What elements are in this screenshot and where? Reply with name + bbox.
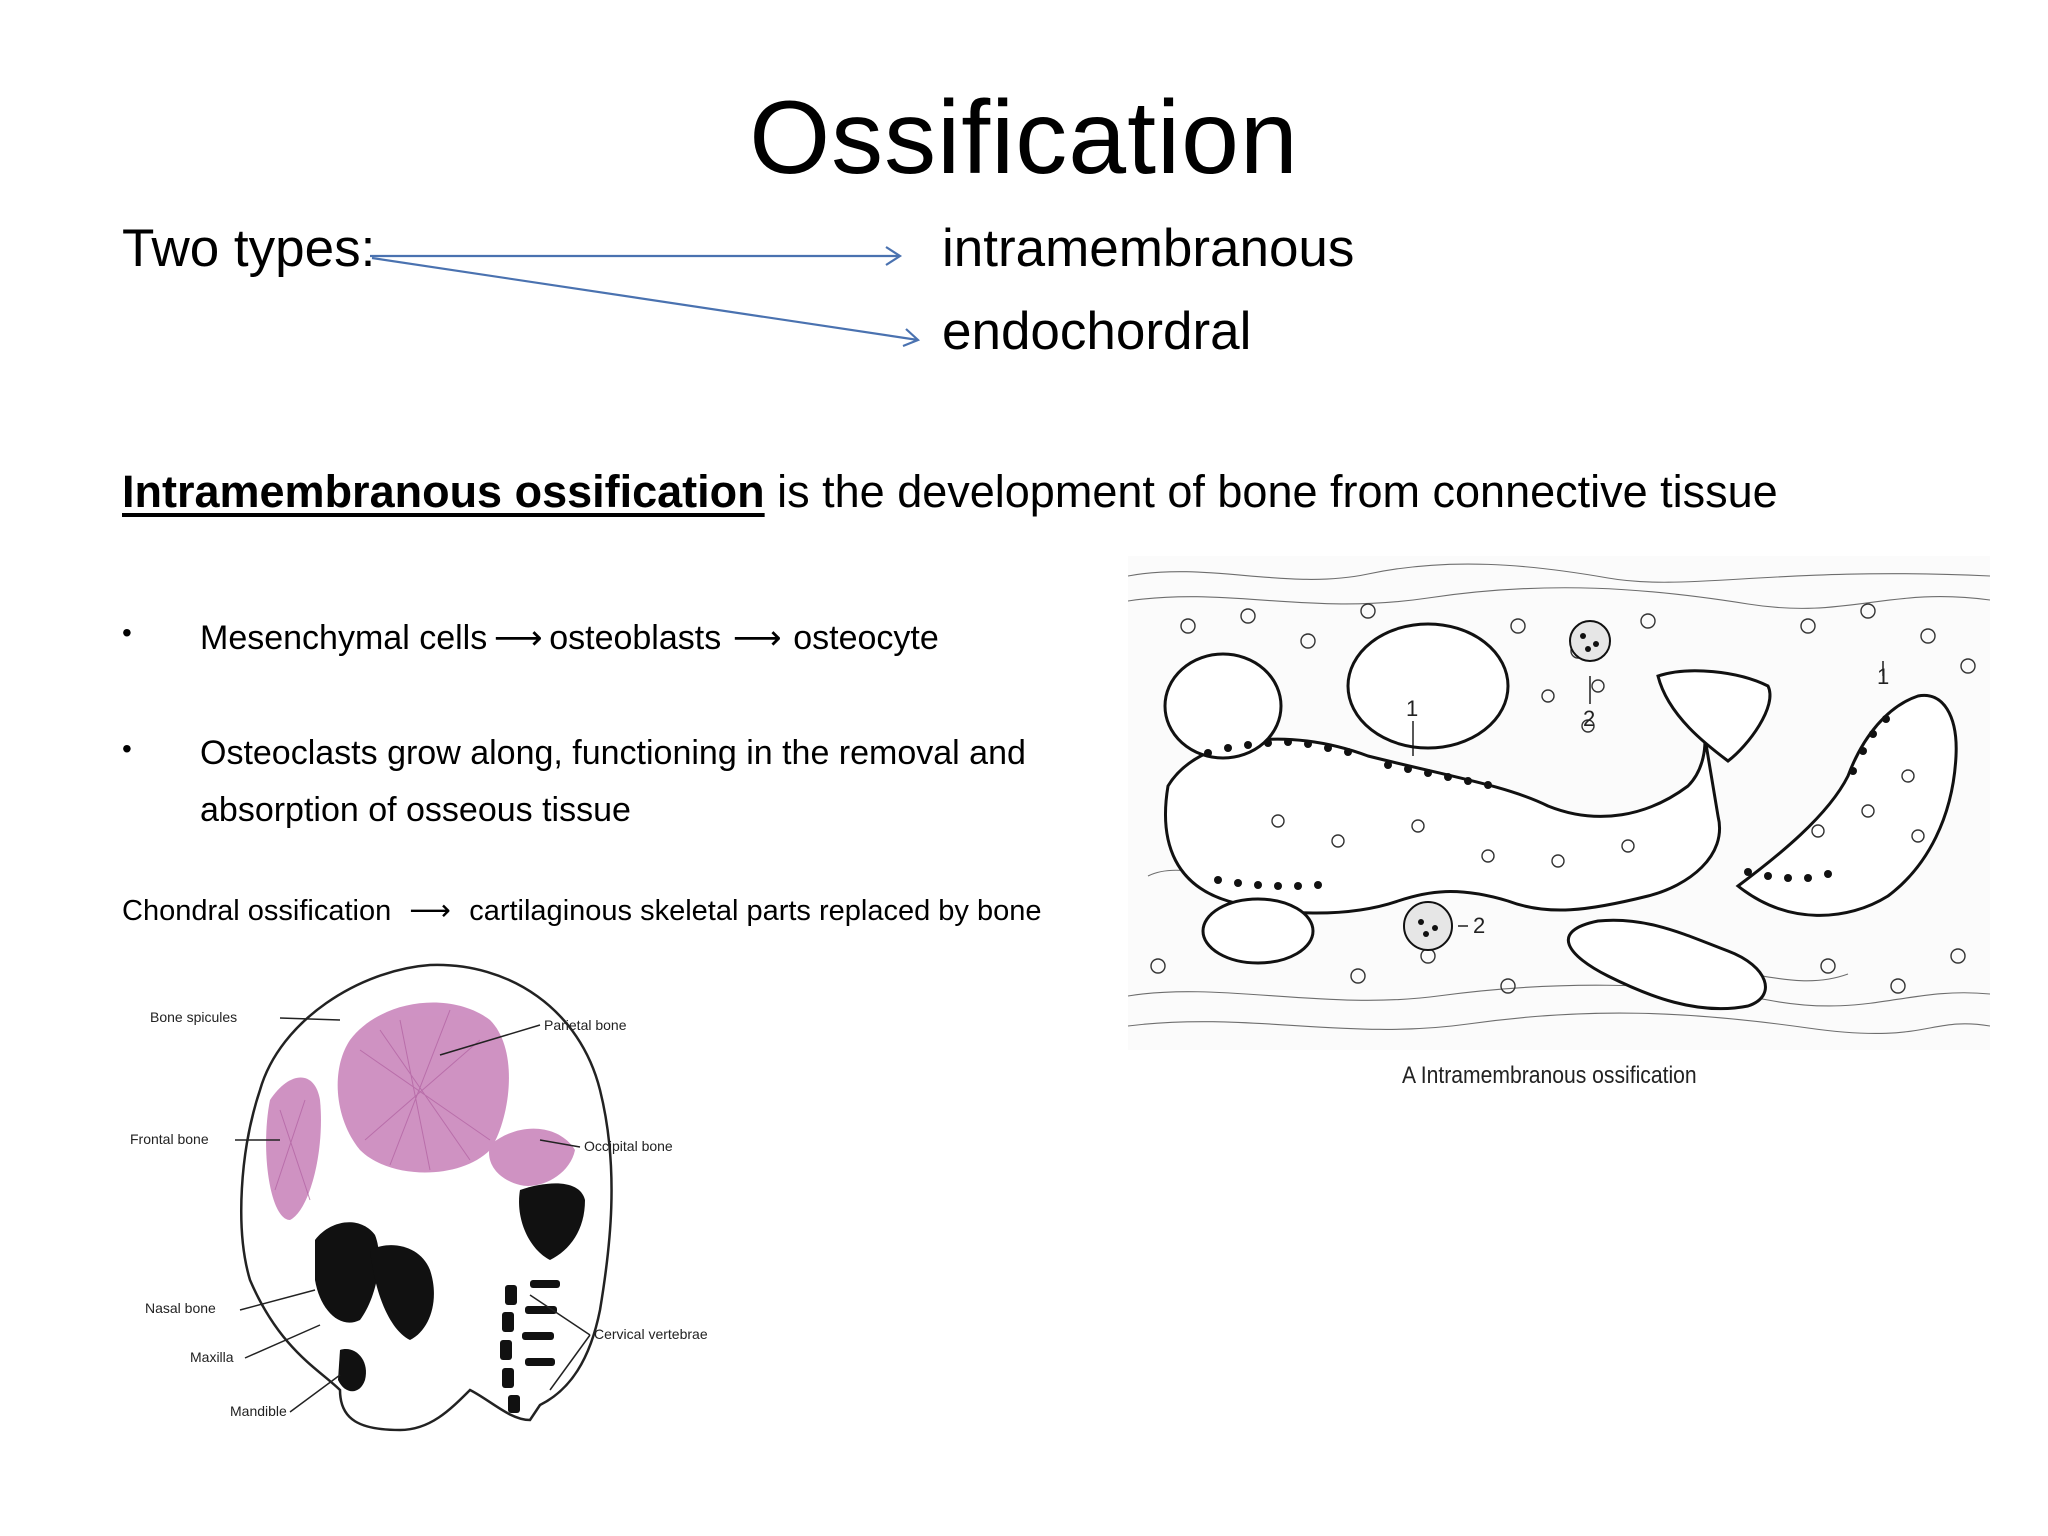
label-maxilla: Maxilla: [190, 1349, 234, 1365]
type-endochordral: endochordral: [942, 302, 1252, 361]
label-mandible: Mandible: [230, 1403, 287, 1419]
skull-figure: Bone spicules Parietal bone Frontal bone…: [130, 963, 708, 1432]
osteoclasts: [1403, 620, 1611, 951]
label-cervical: Cervical vertebrae: [594, 1326, 708, 1342]
definition-line: Intramembranous ossification is the deve…: [122, 460, 1778, 524]
label-occipital: Occipital bone: [584, 1138, 673, 1154]
osteoblast-rows: [1204, 715, 1890, 890]
step-osteocyte: osteocyte: [793, 619, 939, 657]
histology-caption: A Intramembranous ossification: [1402, 1062, 1697, 1089]
histology-figure: 1 2 2 1: [1128, 556, 1990, 1050]
slide-title: Ossification: [749, 80, 1299, 196]
bone-trabecula: [1566, 918, 1767, 1011]
label-parietal: Parietal bone: [544, 1017, 627, 1033]
marker-2: 2: [1583, 706, 1595, 731]
mandible-dark: [338, 1349, 366, 1392]
chondral-line: Chondral ossification ⟶ cartilaginous skel…: [122, 892, 1042, 930]
label-bone-spicules: Bone spicules: [150, 1009, 237, 1025]
arrow-icon: ⟶: [732, 619, 782, 657]
types-label: Two types:: [122, 219, 376, 278]
marker-1: 1: [1877, 664, 1889, 689]
marker-1: 1: [1406, 696, 1418, 721]
marker-2: 2: [1473, 913, 1485, 938]
label-nasal: Nasal bone: [145, 1300, 216, 1316]
types-arrows: [370, 246, 921, 348]
bullet-2-line-2: absorption of osseous tissue: [200, 791, 631, 829]
orbit-dark: [315, 1222, 380, 1323]
label-frontal: Frontal bone: [130, 1131, 209, 1147]
step-mesenchymal: Mesenchymal cells: [200, 619, 488, 657]
arrow-to-endochordral: [371, 256, 919, 342]
maxilla-dark: [370, 1245, 434, 1340]
chondral-term: Chondral ossification: [122, 895, 392, 927]
bullet-2-line-1: Osteoclasts grow along, functioning in t…: [200, 734, 1026, 772]
arrow-icon: ⟶: [409, 895, 451, 927]
bullet-dot: •: [122, 733, 132, 764]
step-osteoblasts: osteoblasts: [549, 619, 722, 657]
arrow-icon: ⟶: [493, 619, 543, 657]
bullet-dot: •: [122, 617, 132, 648]
type-intramembranous: intramembranous: [942, 219, 1355, 278]
bone-trabecula: [1735, 693, 1958, 917]
bullet-1: Mesenchymal cells⟶osteoblasts⟶osteocyte: [200, 616, 939, 660]
occipital-dark: [519, 1183, 585, 1260]
scattered-cells: [1150, 603, 1976, 994]
definition-term: Intramembranous ossification: [122, 466, 765, 517]
ossification-regions: [266, 1002, 575, 1220]
definition-rest: is the development of bone from connecti…: [764, 466, 1778, 517]
chondral-result: cartilaginous skeletal parts replaced by…: [469, 895, 1042, 927]
